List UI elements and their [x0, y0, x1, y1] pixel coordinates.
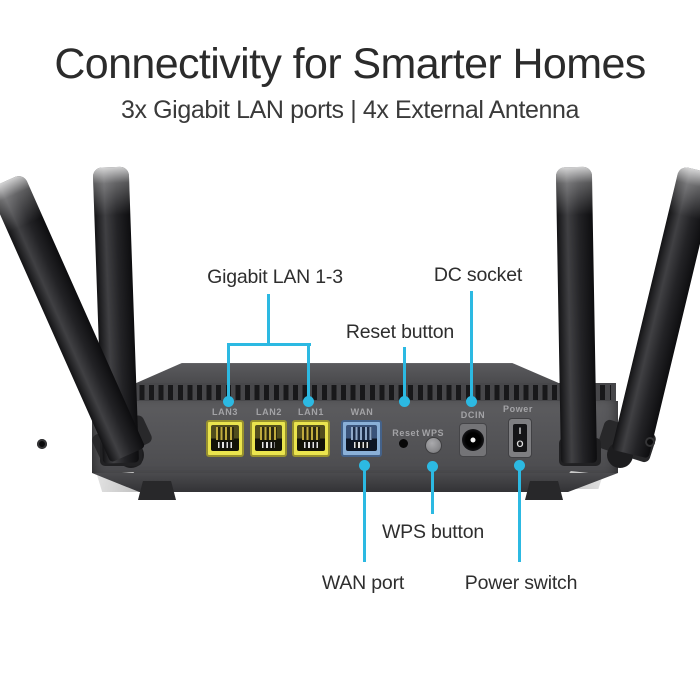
- callout-line-lan1-drop: [307, 343, 310, 403]
- callout-line-wps: [431, 467, 434, 514]
- rj45-contacts: [304, 442, 318, 448]
- wps-label: WPS: [421, 428, 445, 438]
- callout-line-wan: [363, 466, 366, 562]
- dc-socket-pin: [470, 437, 476, 443]
- lan2-label: LAN2: [256, 407, 282, 417]
- rj45-pins: [301, 427, 321, 440]
- callout-dot-power: [514, 460, 525, 471]
- power-switch: I O: [508, 418, 532, 458]
- lan1-label: LAN1: [298, 407, 324, 417]
- callout-dot-wan: [359, 460, 370, 471]
- wan-label: WAN: [350, 407, 374, 417]
- callout-dot-lan1: [303, 396, 314, 407]
- page-subtitle: 3x Gigabit LAN ports | 4x External Anten…: [120, 96, 580, 124]
- callout-dot-dc: [466, 396, 477, 407]
- callout-line-lan-bracket: [227, 343, 311, 346]
- callout-label-power-switch: Power switch: [464, 572, 578, 594]
- router-foot-left: [138, 481, 176, 500]
- power-rocker: I O: [513, 424, 527, 452]
- rj45-contacts: [353, 442, 370, 448]
- lan3-label: LAN3: [212, 407, 238, 417]
- lan2-port: [250, 420, 287, 457]
- callout-dot-reset: [399, 396, 410, 407]
- power-label: Power: [502, 404, 534, 414]
- callout-line-dc: [470, 291, 473, 402]
- callout-dot-wps: [427, 461, 438, 472]
- callout-label-wps-button: WPS button: [381, 521, 485, 543]
- callout-label-wan-port: WAN port: [321, 572, 405, 594]
- callout-line-lan-stem: [267, 294, 270, 344]
- callout-line-power: [518, 466, 521, 562]
- callout-label-gigabit-lan: Gigabit LAN 1-3: [207, 266, 343, 288]
- reset-pinhole: [399, 439, 408, 448]
- antenna-outer-right: [611, 165, 700, 459]
- rj45-pins: [259, 427, 278, 440]
- rj45-jack: [255, 425, 282, 451]
- rj45-jack: [211, 425, 239, 451]
- dc-socket: [459, 423, 487, 457]
- rj45-pins: [351, 427, 372, 440]
- power-on-mark: I: [518, 426, 522, 436]
- callout-line-reset: [403, 347, 406, 403]
- rj45-jack: [346, 425, 377, 451]
- page-title: Connectivity for Smarter Homes: [54, 40, 646, 88]
- rj45-contacts: [261, 442, 276, 448]
- wps-button: [425, 437, 442, 454]
- antenna-screw-right: [645, 437, 655, 447]
- callout-line-lan3-drop: [227, 343, 230, 403]
- antenna-inner-right: [555, 166, 597, 464]
- lan1-port: [292, 420, 330, 457]
- antenna-screw-left: [37, 439, 47, 449]
- rj45-jack: [297, 425, 325, 451]
- callout-label-dc-socket: DC socket: [433, 264, 523, 286]
- rj45-pins: [215, 427, 235, 440]
- router-top-face: [134, 363, 561, 384]
- vent-slots: [101, 385, 611, 400]
- rj45-contacts: [218, 442, 232, 448]
- power-off-mark: O: [516, 439, 524, 449]
- vent-grille: [96, 383, 616, 402]
- callout-label-reset-button: Reset button: [345, 321, 455, 343]
- router-foot-right: [525, 481, 563, 500]
- wan-port: [341, 420, 382, 457]
- dcin-label: DCIN: [460, 410, 486, 420]
- reset-label: Reset: [392, 428, 420, 438]
- router-bottom-edge: [92, 473, 618, 492]
- lan3-port: [206, 420, 244, 457]
- callout-dot-lan3: [223, 396, 234, 407]
